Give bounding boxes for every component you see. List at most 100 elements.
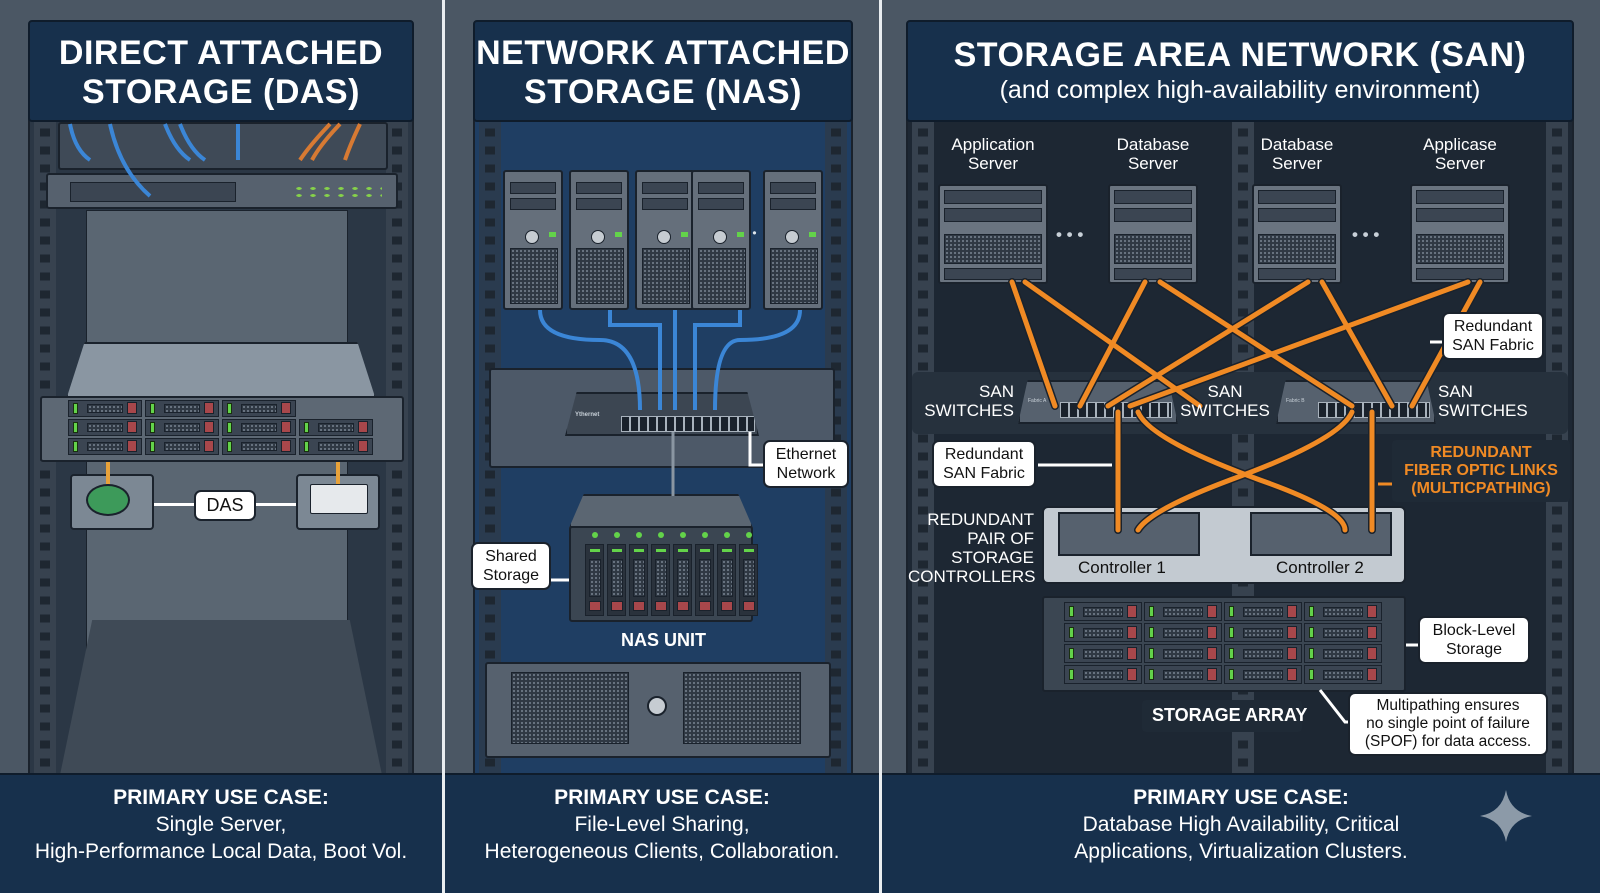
- drive-fault-led: [1127, 605, 1137, 618]
- nas-footer-line1: File-Level Sharing,: [574, 813, 750, 836]
- label-line: SAN: [1207, 382, 1243, 401]
- array-drive-bay: [1304, 623, 1382, 642]
- hba-ports: [1114, 268, 1192, 280]
- drive-bay: [145, 400, 219, 417]
- drive-slot: [642, 198, 688, 210]
- hba-ports: [1416, 268, 1504, 280]
- callout-line2: Network: [776, 465, 836, 482]
- drive-fault-led: [1207, 605, 1217, 618]
- nas-footer-line2: Heterogeneous Clients, Collaboration.: [484, 840, 840, 863]
- ethernet-switch: Ythernet: [565, 392, 759, 436]
- nas-led: [658, 532, 664, 538]
- san-panel: • • • • • • Fabric A Fabric B SAN SWITCH…: [882, 0, 1600, 893]
- das-footer-heading: PRIMARY USE CASE:: [113, 786, 329, 809]
- label-line: Server: [967, 154, 1019, 173]
- drive-grill: [1243, 649, 1283, 659]
- controller-1: [1058, 512, 1200, 556]
- drive-grill: [611, 559, 623, 597]
- array-drive-bay: [1144, 644, 1222, 663]
- drive-fault-led: [589, 601, 601, 611]
- drive-led: [744, 549, 754, 552]
- drive-slot: [770, 182, 816, 194]
- power-button: [591, 230, 605, 244]
- drive-fault-led: [1207, 668, 1217, 681]
- drive-fault-led: [281, 421, 291, 433]
- drive-led: [1069, 648, 1074, 659]
- drive-led: [1309, 648, 1314, 659]
- drive-led: [700, 549, 710, 552]
- hdd-right: [296, 474, 380, 530]
- power-button: [647, 696, 667, 716]
- array-drive-bay: [1224, 602, 1302, 621]
- drive-fault-led: [699, 601, 711, 611]
- vent-grill: [1114, 234, 1192, 264]
- label-line: SAN: [979, 382, 1014, 401]
- hdd-platter: [86, 484, 130, 516]
- switch-ports: [1060, 402, 1172, 418]
- san-title-main: STORAGE AREA NETWORK (SAN): [953, 36, 1527, 74]
- array-drive-bay: [1144, 602, 1222, 621]
- san-footer-line1: Database High Availability, Critical: [1082, 813, 1400, 836]
- san-switches-label-right: SAN SWITCHES: [1438, 382, 1532, 420]
- das-footer-line1: Single Server,: [155, 813, 287, 836]
- server-ellipsis: • • •: [1352, 225, 1380, 244]
- drive-led: [227, 422, 232, 433]
- san-server: [938, 184, 1048, 284]
- vent-grill: [511, 672, 629, 744]
- drive-fault-led: [1207, 647, 1217, 660]
- das-label: DAS: [194, 490, 256, 521]
- callout-line1: Redundant: [1453, 318, 1533, 335]
- rack-rail: [912, 100, 934, 775]
- label-line: SAN: [1438, 382, 1473, 401]
- rack-floor: [60, 620, 382, 775]
- array-drive-bay: [1064, 623, 1142, 642]
- das-title-line2: STORAGE (DAS): [82, 73, 360, 111]
- nas-footer: PRIMARY USE CASE: File-Level Sharing, He…: [445, 773, 879, 893]
- drive-led: [1229, 627, 1234, 638]
- vent-grill: [698, 248, 746, 304]
- panel-divider: [879, 0, 882, 893]
- drive-led: [678, 549, 688, 552]
- vent-grill: [1416, 234, 1504, 264]
- nas-bottom-server: [485, 662, 831, 758]
- array-drive-bay: [1304, 665, 1382, 684]
- array-drive-bay: [1304, 644, 1382, 663]
- drive-grill: [87, 404, 123, 413]
- drive-fault-led: [1127, 626, 1137, 639]
- drive-grill: [87, 442, 123, 451]
- drive-fault-led: [1287, 626, 1297, 639]
- drive-bay: [222, 400, 296, 417]
- callout-line2: Storage: [482, 567, 540, 584]
- status-led: [737, 232, 744, 237]
- san-switches-label-left: SAN SWITCHES: [920, 382, 1014, 420]
- das-title: DIRECT ATTACHED STORAGE (DAS): [28, 20, 414, 122]
- drive-fault-led: [721, 601, 733, 611]
- label-line: Database: [1116, 135, 1190, 154]
- das-label-text: DAS: [206, 495, 244, 515]
- drive-led: [722, 549, 732, 552]
- callout-line1: Shared: [485, 548, 537, 565]
- nas-led: [614, 532, 620, 538]
- drive-grill: [1163, 670, 1203, 680]
- switch-brand: Ythernet: [575, 412, 600, 418]
- label-line: REDUNDANT: [927, 510, 1034, 529]
- hdd-cover: [310, 484, 368, 514]
- drive-fault-led: [281, 440, 291, 452]
- nas-drive-bay: [629, 544, 648, 616]
- san-switch-b: Fabric B: [1276, 380, 1436, 424]
- drive-fault-led: [281, 402, 291, 414]
- san-footer-line2: Applications, Virtualization Clusters.: [1074, 840, 1408, 863]
- power-button: [713, 230, 727, 244]
- drive-grill: [241, 442, 277, 451]
- label-line: SWITCHES: [1180, 401, 1270, 420]
- rack-rail: [1546, 100, 1568, 775]
- drive-led: [227, 441, 232, 452]
- nas-led: [746, 532, 752, 538]
- drive-slot: [698, 198, 744, 210]
- nas-title-line1: NETWORK ATTACHED: [476, 34, 850, 72]
- drive-led: [304, 422, 309, 433]
- ethernet-network-callout: Ethernet Network: [763, 440, 849, 488]
